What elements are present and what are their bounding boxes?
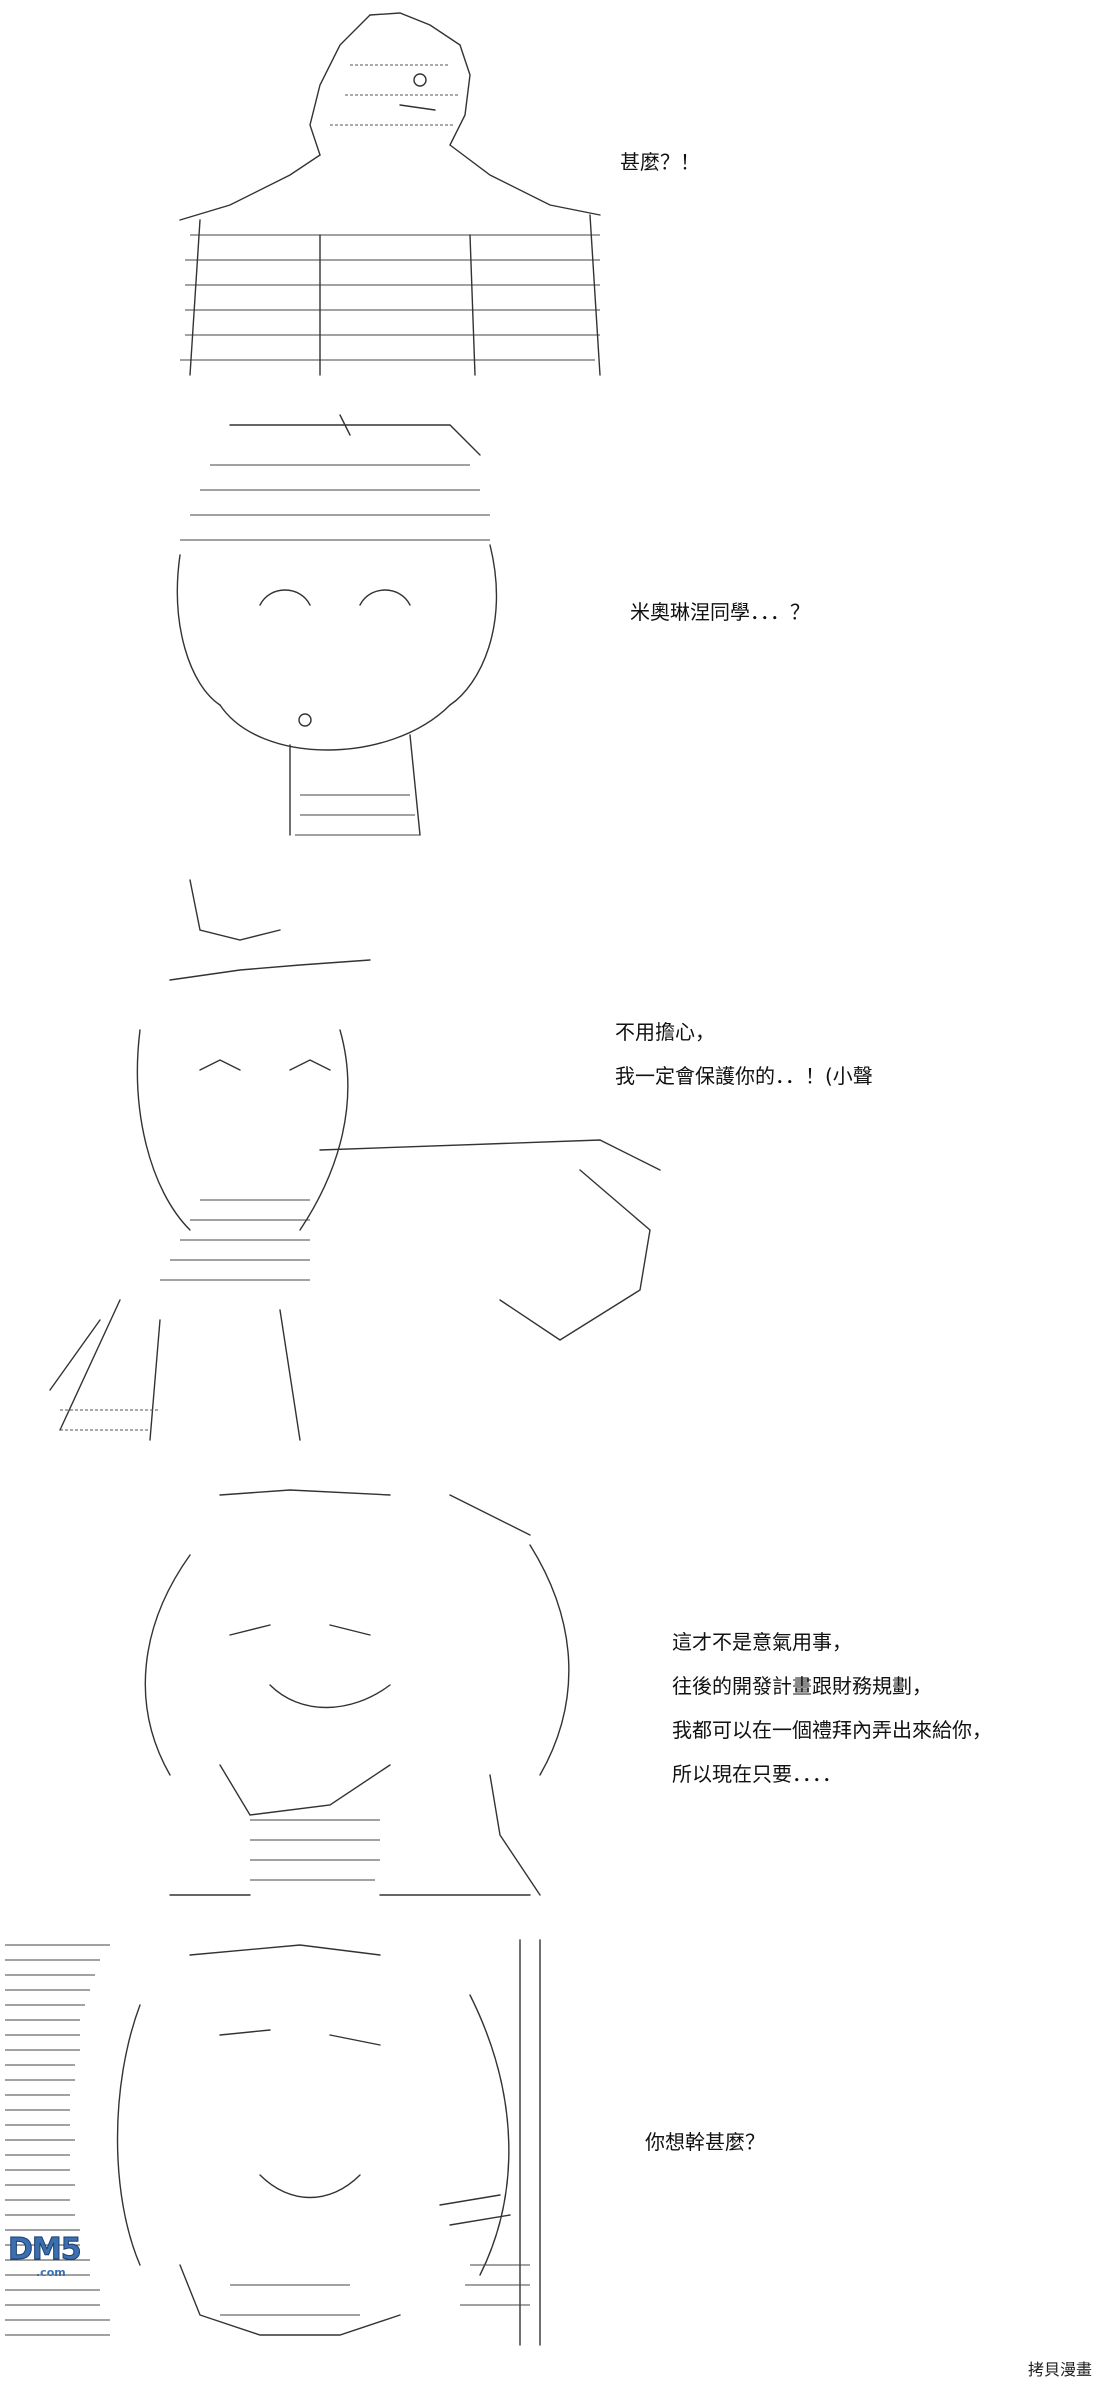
panel-1: 甚麼？！ bbox=[0, 0, 1100, 390]
caption-line: 不用擔心， bbox=[615, 1020, 715, 1044]
panel-1-caption: 甚麼？！ bbox=[620, 140, 700, 184]
caption-line: 我都可以在一個禮拜內弄出來給你， bbox=[672, 1718, 992, 1742]
panel-3: 不用擔心， 我一定會保護你的．．！(小聲 bbox=[0, 860, 1100, 1470]
panel-5-caption: 你想幹甚麼？ bbox=[645, 2120, 765, 2164]
ascii-art-figure-4 bbox=[70, 1475, 610, 1915]
caption-line: 米奧琳涅同學．．．？ bbox=[630, 600, 810, 624]
panel-2-caption: 米奧琳涅同學．．．？ bbox=[630, 590, 810, 634]
panel-3-caption: 不用擔心， 我一定會保護你的．．！(小聲 bbox=[615, 1010, 873, 1098]
panel-4-caption: 這才不是意氣用事， 往後的開發計畫跟財務規劃， 我都可以在一個禮拜內弄出來給你，… bbox=[672, 1620, 992, 1796]
panel-4: 這才不是意氣用事， 往後的開發計畫跟財務規劃， 我都可以在一個禮拜內弄出來給你，… bbox=[0, 1470, 1100, 1920]
copy-manga-watermark: 拷貝漫畫 bbox=[1027, 2360, 1092, 2379]
caption-line: 所以現在只要．．．． bbox=[672, 1762, 842, 1786]
dm5-logo-sub: .com bbox=[36, 2266, 66, 2279]
caption-line: 我一定會保護你的．．！(小聲 bbox=[615, 1064, 873, 1088]
ascii-art-figure-2 bbox=[150, 405, 530, 845]
ascii-art-figure-1 bbox=[170, 5, 610, 385]
dm5-logo-mark: DM5 bbox=[8, 2232, 83, 2268]
panel-5: 你想幹甚麼？ DM5 .com 拷貝漫畫 bbox=[0, 1920, 1100, 2386]
caption-line: 你想幹甚麼？ bbox=[645, 2130, 765, 2154]
panel-2: 米奧琳涅同學．．．？ bbox=[0, 390, 1100, 860]
caption-line: 甚麼？！ bbox=[620, 150, 700, 174]
ascii-art-figure-5 bbox=[0, 1935, 560, 2375]
caption-line: 往後的開發計畫跟財務規劃， bbox=[672, 1674, 932, 1698]
caption-line: 這才不是意氣用事， bbox=[672, 1630, 852, 1654]
ascii-art-figure-3 bbox=[40, 870, 700, 1460]
dm5-logo: DM5 .com bbox=[8, 2232, 83, 2288]
